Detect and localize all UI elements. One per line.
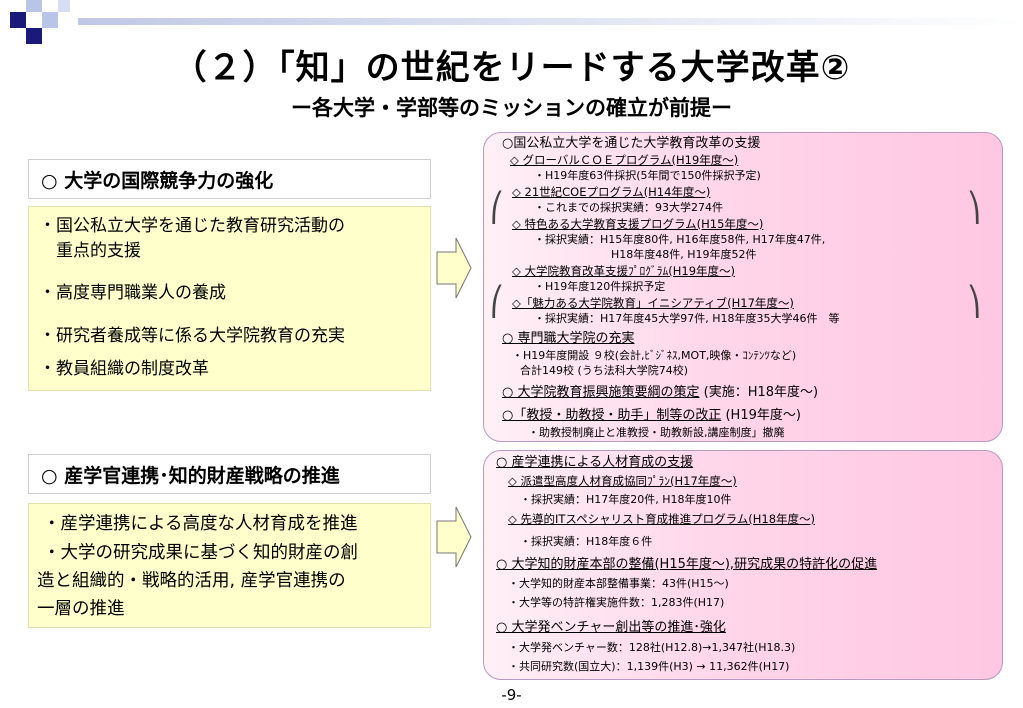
detail-note: ・H19年度120件採択予定 (534, 280, 666, 293)
section1-header: ○ 大学の国際競争力の強化 (28, 159, 431, 199)
list-item: ・高度専門職業人の養成 (39, 283, 226, 303)
deco-square (42, 12, 58, 28)
list-item: ・産学連携による高度な人材育成を推進 (43, 514, 358, 534)
page-title: （２）「知」の世紀をリードする大学改革② (172, 48, 851, 88)
bracket-left: ⎛ (490, 191, 504, 224)
list-item: 造と組織的・戦略的活用, 産学官連携の (37, 571, 346, 591)
deco-square (58, 0, 70, 12)
deco-square (10, 12, 26, 28)
section1-detail-panel: ○国公私立大学を通じた大学教育改革の支援 ◇ グローバルＣＯＥプログラム(H19… (483, 132, 1003, 442)
detail-note: ・H19年度63件採択(5年間で150件採択予定) (534, 169, 761, 182)
detail-note: ・H19年度開設 ９校(会計,ﾋﾞｼﾞﾈｽ,MOT,映像・ｺﾝﾃﾝﾂなど) (512, 349, 797, 362)
list-item: ・大学の研究成果に基づく知的財産の創 (43, 543, 358, 563)
detail-program: ◇ 特色ある大学教育支援プログラム(H15年度～) (512, 217, 764, 231)
detail-note: ・大学発ベンチャー数：128社(H12.8)→1,347社(H18.3) (508, 641, 796, 654)
bracket-right: ⎞ (967, 191, 981, 224)
detail-note: ・採択実績：H18年度６件 (520, 535, 653, 548)
section2-header: ○ 産学官連携･知的財産戦略の推進 (28, 454, 431, 494)
detail-heading: ○国公私立大学を通じた大学教育改革の支援 (502, 136, 761, 151)
detail-note: ・採択実績：H17年度45大学97件, H18年度35大学46件 等 (534, 312, 840, 325)
bracket-left: ⎛ (490, 285, 504, 318)
section2-items: ・産学連携による高度な人材育成を推進 ・大学の研究成果に基づく知的財産の創 造と… (28, 503, 431, 628)
detail-heading: ○ 産学連携による人材育成の支援 (496, 455, 694, 470)
page-subtitle: ー各大学・学部等のミッションの確立が前提ー (291, 96, 732, 120)
detail-program: ◇ 先導的ITスペシャリスト育成推進プログラム(H18年度～) (508, 512, 816, 526)
detail-note: ・採択実績：H17年度20件, H18年度10件 (520, 493, 732, 506)
detail-heading: ○ 大学院教育振興施策要綱の策定 (実施：H18年度～) (502, 385, 819, 401)
detail-heading-suffix: (H19年度～) (725, 408, 801, 423)
arrow-right-icon (436, 237, 472, 299)
list-item: 一層の推進 (37, 599, 125, 619)
detail-note: ・大学知的財産本部整備事業：43件(H15～) (508, 577, 729, 590)
deco-square (26, 0, 42, 12)
detail-note: ・大学等の特許権実施件数：1,283件(H17) (508, 596, 725, 609)
detail-program: ◇ 大学院教育改革支援ﾌﾟﾛｸﾞﾗﾑ(H19年度～) (512, 264, 736, 278)
detail-note: 合計149校 (うち法科大学院74校) (520, 364, 689, 377)
arrow-right-icon (436, 506, 472, 568)
detail-program: ◇ グローバルＣＯＥプログラム(H19年度～) (510, 153, 739, 167)
section2-detail-panel: ○ 産学連携による人材育成の支援 ◇ 派遣型高度人材育成協同ﾌﾟﾗﾝ(H17年度… (483, 450, 1003, 680)
detail-note: ・共同研究数(国立大)：1,139件(H3) → 11,362件(H17) (508, 660, 790, 673)
header-divider (78, 18, 1023, 25)
corner-decoration (0, 0, 80, 50)
page-number: -9- (501, 686, 522, 704)
detail-program: ◇ 21世紀COEプログラム(H14年度～) (512, 185, 711, 199)
bracket-right: ⎞ (967, 285, 981, 318)
section1-items: ・国公私立大学を通じた教育研究活動の 重点的支援 ・高度専門職業人の養成 ・研究… (28, 206, 431, 391)
detail-heading-text: ○「教授・助教授・助手」制等の改正 (502, 408, 722, 423)
detail-program: ◇ 派遣型高度人材育成協同ﾌﾟﾗﾝ(H17年度～) (508, 474, 737, 488)
detail-heading: ○ 大学発ベンチャー創出等の推進･強化 (496, 620, 726, 635)
detail-heading: ○ 専門職大学院の充実 (502, 331, 635, 346)
detail-note: H18年度48件, H19年度52件 (611, 248, 757, 261)
detail-heading-text: ○ 大学院教育振興施策要綱の策定 (502, 385, 700, 400)
detail-heading: ○「教授・助教授・助手」制等の改正 (H19年度～) (502, 408, 801, 424)
detail-heading-suffix: (実施：H18年度～) (703, 385, 819, 400)
list-item: ・研究者養成等に係る大学院教育の充実 (39, 326, 345, 346)
list-item: ・国公私立大学を通じた教育研究活動の (39, 216, 345, 236)
detail-program: ◇「魅力ある大学院教育」イニシアティブ(H17年度～) (512, 296, 794, 310)
detail-note: ・採択実績：H15年度80件, H16年度58件, H17年度47件, (534, 233, 826, 246)
deco-square (26, 28, 42, 44)
list-item: 重点的支援 (39, 241, 141, 261)
detail-note: ・これまでの採択実績：93大学274件 (534, 201, 723, 214)
detail-note: ・助教授制廃止と准教授・助教新設,講座制度」撤廃 (528, 426, 785, 439)
list-item: ・教員組織の制度改革 (39, 359, 209, 379)
detail-heading: ○ 大学知的財産本部の整備(H15年度～),研究成果の特許化の促進 (496, 557, 878, 572)
